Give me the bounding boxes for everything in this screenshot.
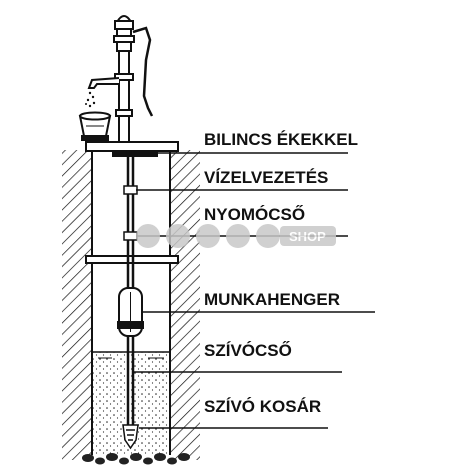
water-stream	[85, 91, 96, 108]
label-drain: VÍZELVEZETÉS	[204, 168, 328, 187]
label-suction-strainer: SZÍVÓ KOSÁR	[204, 397, 321, 416]
watermark-text: SHOP	[289, 229, 326, 244]
bucket-icon	[78, 111, 112, 141]
label-suction-pipe: SZÍVÓCSŐ	[204, 341, 292, 360]
label-clamp-wedges: BILINCS ÉKEKKEL	[204, 130, 358, 149]
working-cylinder	[117, 287, 144, 337]
soil-right	[170, 150, 200, 460]
well-shaft	[91, 148, 171, 455]
pressure-pipe	[123, 151, 138, 290]
suction-pipe	[126, 336, 135, 425]
label-pressure-pipe: NYOMÓCSŐ	[204, 205, 305, 224]
gravel-bottom	[82, 453, 190, 465]
suction-strainer	[122, 424, 139, 450]
soil-left	[62, 150, 92, 460]
label-working-cylinder: MUNKAHENGER	[204, 290, 340, 309]
shop-watermark: SHOP	[136, 224, 336, 248]
hand-pump	[87, 15, 154, 143]
